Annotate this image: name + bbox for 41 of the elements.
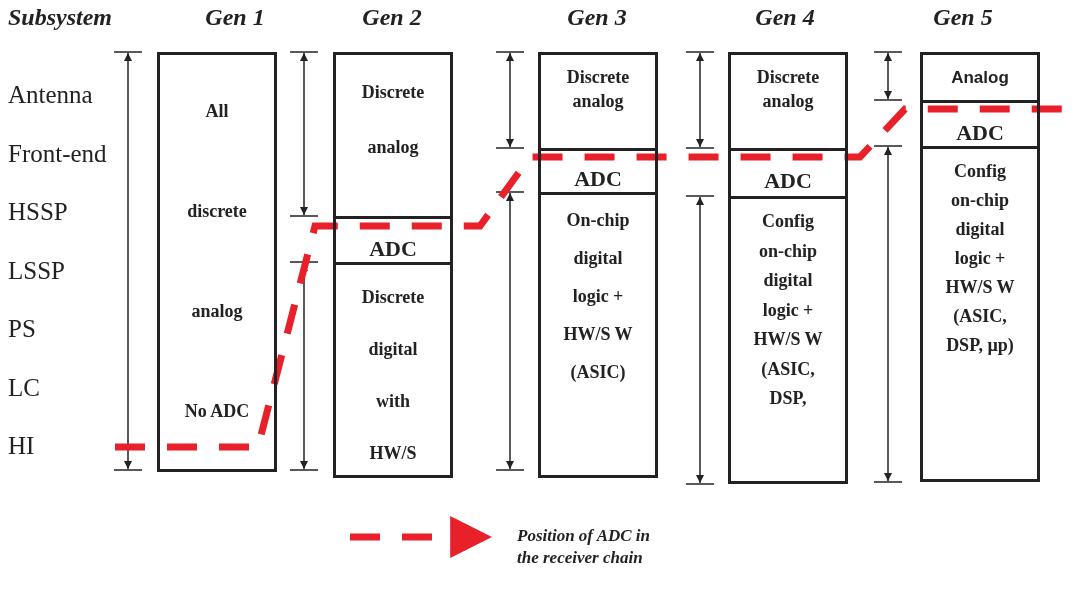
block-box [157,52,277,472]
row-label: LC [8,374,40,402]
box-text: Discrete analog [360,81,426,159]
adc-box [728,148,848,199]
column-header: Subsystem [8,4,112,31]
box-text: ADC [956,119,1004,145]
adc-box [920,100,1040,149]
box-text: ADC [574,165,622,191]
box-text: ADC [369,235,417,261]
block-box [728,52,848,151]
row-label: Front-end [8,140,107,168]
box-text: Discrete analog [755,66,821,113]
row-label: HI [8,432,35,460]
block-box [920,146,1040,482]
adc-box [333,216,453,265]
block-box [333,262,453,478]
row-label: LSSP [8,257,65,285]
box-text: Config on-chip digital logic + HW/S W (ASIC, DSP, [752,210,824,410]
box-text: No ADC [184,400,250,423]
block-box [333,52,453,219]
box-text: Analog [951,67,1009,88]
row-label: PS [8,315,36,343]
column-header: Gen 4 [755,4,815,31]
box-text: Config on-chip digital logic + HW/S W (ASIC, DSP, µp) [944,160,1016,357]
row-label: HSSP [8,198,68,226]
legend-text: Position of ADC in the receiver chain [517,525,652,569]
box-text: Discrete analog [565,66,631,113]
box-text: ADC [764,167,812,193]
block-box [538,52,658,151]
column-header: Gen 5 [933,4,993,31]
column-header: Gen 2 [362,4,422,31]
column-header: Gen 3 [567,4,627,31]
adc-box [538,148,658,195]
box-text: On-chip digital logic + HW/S W (ASIC) [562,209,634,384]
box-text: All discrete analog [186,100,248,323]
block-box [728,196,848,484]
block-box [538,192,658,478]
column-header: Gen 1 [205,4,265,31]
box-text: Discrete digital with HW/S [360,286,426,465]
block-box [920,52,1040,103]
row-label: Antenna [8,81,93,109]
